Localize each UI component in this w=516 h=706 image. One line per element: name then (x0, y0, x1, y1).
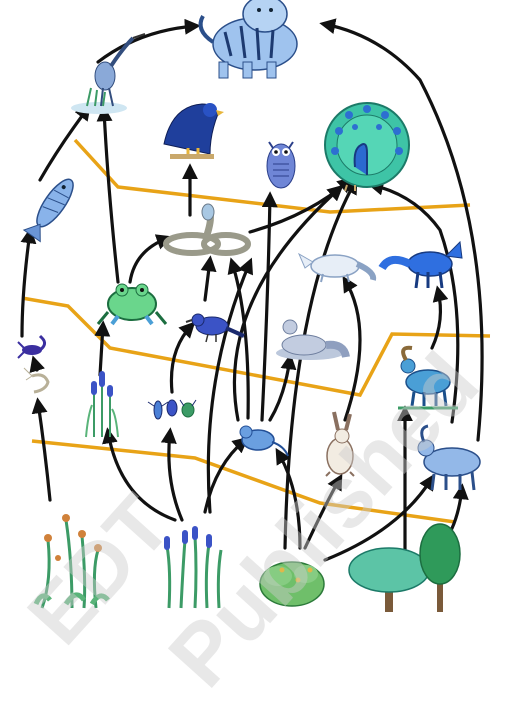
owl-icon (266, 141, 296, 189)
shrub-icon (259, 561, 325, 607)
arctic-fox-icon (297, 252, 377, 283)
arrow-shrub-goat (323, 473, 435, 562)
fish-icon (22, 178, 74, 243)
shrimp-icon (23, 367, 50, 394)
energy-flow-arrows (20, 18, 484, 562)
mongoose-icon (276, 319, 350, 360)
arrow-grass-mouse (203, 436, 249, 514)
eagle-icon (163, 103, 224, 159)
boundary-line-top (73, 138, 471, 214)
trees-icon (348, 523, 461, 612)
arrow-shrub-mouse (275, 447, 302, 550)
arrow-scorpion-fish (20, 227, 37, 338)
arrow-shrub-rabbit (303, 473, 343, 550)
snake-icon (163, 203, 251, 256)
arrow-rabbit-arctic-fox (342, 275, 362, 422)
arrow-goat-peacock (367, 179, 460, 424)
rabbit-icon (325, 411, 355, 477)
arrow-mouse-snake (227, 257, 250, 420)
ibex-icon (398, 345, 458, 410)
scorpion-icon (17, 334, 47, 359)
arrow-mouse-peacock (232, 184, 344, 422)
arrow-shrub-peacock (283, 177, 358, 550)
arrow-frog-heron (96, 105, 120, 284)
goat-icon (417, 424, 481, 491)
fox-icon (378, 240, 463, 289)
arrow-grass-insects (160, 427, 184, 522)
arrow-mouse-owl (260, 191, 278, 422)
grass-icon (164, 526, 223, 609)
peacock-icon (324, 102, 410, 192)
food-web-diagram: EDT Published (11, 0, 497, 705)
arrow-fish-heron (38, 104, 91, 182)
arrow-shrimp-scorpion (29, 355, 45, 374)
arrow-cattail-frog (94, 320, 111, 377)
food-web-canvas (17, 0, 491, 612)
insects-icon (147, 399, 197, 420)
arrow-grass-cattail (102, 427, 177, 522)
cattail-icon (85, 371, 119, 438)
arrow-insects-bird (169, 321, 196, 394)
arrow-ibex-fox (430, 285, 449, 350)
mouse-icon (239, 425, 289, 457)
arrow-bird-snake (200, 255, 217, 302)
arrow-goat-tiger (319, 18, 484, 442)
arrow-frog-snake (128, 234, 173, 284)
arrow-mouse-mongoose (268, 353, 297, 422)
heron-icon (71, 33, 146, 114)
tiger-icon (198, 0, 298, 79)
arrow-flowering-plant-shrimp (31, 397, 52, 502)
bird-icon (185, 313, 245, 343)
frog-icon (96, 283, 168, 326)
flowering-plant-icon (33, 514, 110, 609)
arrow-heron-tiger (96, 18, 201, 64)
